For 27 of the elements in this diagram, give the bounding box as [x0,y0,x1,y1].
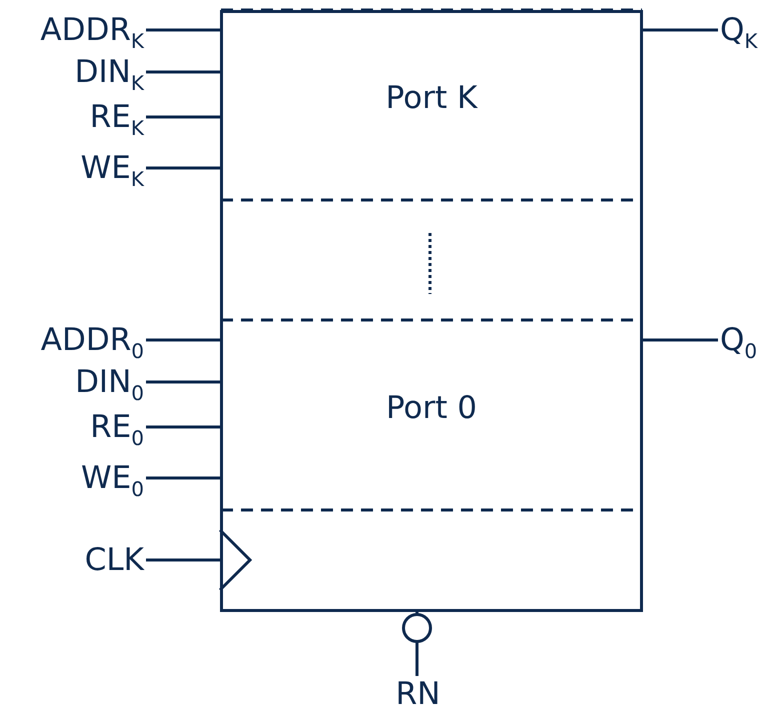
signal-line [146,28,220,32]
signal-line [146,338,220,342]
pin-label: DIN$_{K}$ [74,57,144,88]
pin-label: RN [394,679,442,710]
signal-line [643,28,718,32]
pin-label: DIN$_{0}$ [74,367,144,398]
pin-label: ADDR$_{K}$ [39,15,144,46]
pin-label: Q$_{K}$ [720,15,759,46]
signal-line [146,426,220,428]
pin-label: WE$_{0}$ [80,463,144,494]
pin-label: WE$_{K}$ [80,153,144,184]
pin-label: Q$_{0}$ [720,325,758,356]
pin-label: RE$_{K}$ [88,102,144,133]
signal-line [146,558,220,562]
pin-label: RE$_{0}$ [89,412,144,443]
memory-block [220,10,643,612]
pin-label: CLK [84,545,144,576]
port-label: Port K [384,83,479,114]
signal-line [146,380,220,384]
signal-line [146,70,220,74]
signal-line [643,338,718,342]
signal-line [146,476,220,480]
port-label: Port 0 [384,393,478,424]
signal-line [146,116,220,118]
pin-label: ADDR$_{0}$ [40,325,144,356]
inverted-input-line [402,612,432,676]
signal-line [146,166,220,170]
